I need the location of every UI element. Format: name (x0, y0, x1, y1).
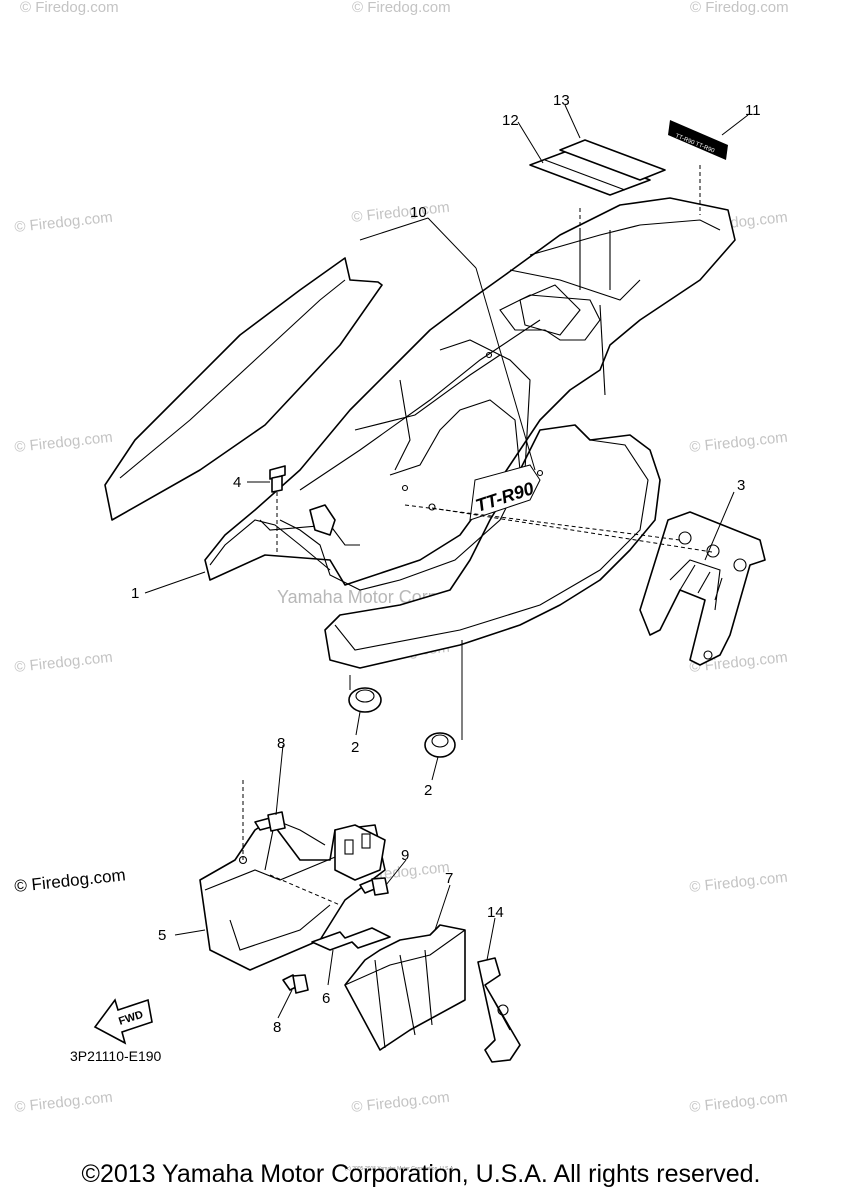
alignment-lines (404, 165, 713, 553)
callouts: 1 2 2 3 4 5 6 7 8 8 9 10 11 12 13 14 (131, 92, 761, 1036)
label-parts-12-13 (529, 139, 666, 196)
grommet-part-2-right (424, 640, 463, 758)
battery-box-part-5 (199, 780, 386, 971)
watermark-top-right: © Firedog.com (690, 0, 789, 16)
watermark-left-5: © Firedog.com (14, 1089, 114, 1116)
decal-part-11: TT-R90 TT-R90 (668, 120, 728, 160)
callout-11: 11 (745, 102, 761, 119)
watermark-center-5: © Firedog.com (351, 1089, 451, 1116)
fwd-arrow-icon: FWD (93, 998, 153, 1045)
tiny-notice: (c) 2005-2015 Yamaha Motor Corporation, … (345, 1166, 455, 1172)
callout-14: 14 (487, 904, 504, 921)
watermark-left-2: © Firedog.com (14, 429, 114, 456)
bracket-part-3 (639, 511, 766, 666)
watermark-center-1: © Firedog.com (351, 199, 451, 226)
watermark-large: © Firedog.com (13, 865, 126, 896)
callout-3: 3 (737, 477, 745, 494)
copyright-footer: ©2013 Yamaha Motor Corporation, U.S.A. A… (81, 1160, 761, 1188)
seat-part-10 (104, 257, 383, 521)
rear-fender-part-1: TT-R90 (204, 197, 736, 669)
bolt-part-4 (269, 465, 286, 555)
bolt-part-9 (359, 877, 389, 896)
battery-cover-part-7 (344, 924, 466, 1051)
watermark-right-5: © Firedog.com (689, 1089, 789, 1116)
watermark-right-2: © Firedog.com (689, 429, 789, 456)
leader-lines (144, 104, 749, 1019)
bolt-part-8-bottom (282, 974, 309, 994)
watermark-top-center: © Firedog.com (352, 0, 451, 16)
callout-6: 6 (322, 990, 330, 1007)
callout-2-right: 2 (424, 782, 432, 799)
callout-12: 12 (502, 112, 519, 129)
callout-4: 4 (233, 474, 241, 491)
pad-part-6 (311, 927, 391, 951)
diagram-code: 3P21110-E190 (70, 1048, 162, 1064)
callout-8-bottom: 8 (273, 1019, 281, 1036)
callout-1: 1 (131, 585, 139, 602)
callout-10: 10 (410, 204, 427, 221)
callout-5: 5 (158, 927, 166, 944)
callout-7: 7 (445, 870, 453, 887)
bolt-part-8-top (254, 811, 286, 832)
watermark-left-3: © Firedog.com (14, 649, 114, 676)
callout-8-top: 8 (277, 735, 285, 752)
strap-part-14 (477, 957, 521, 1063)
watermark-right-4: © Firedog.com (689, 869, 789, 896)
watermark-left-1: © Firedog.com (14, 209, 114, 236)
grommet-part-2-left (348, 675, 382, 713)
callout-13: 13 (553, 92, 570, 109)
callout-9: 9 (401, 847, 409, 864)
callout-2-left: 2 (351, 739, 359, 756)
watermark-top-left: © Firedog.com (20, 0, 119, 16)
